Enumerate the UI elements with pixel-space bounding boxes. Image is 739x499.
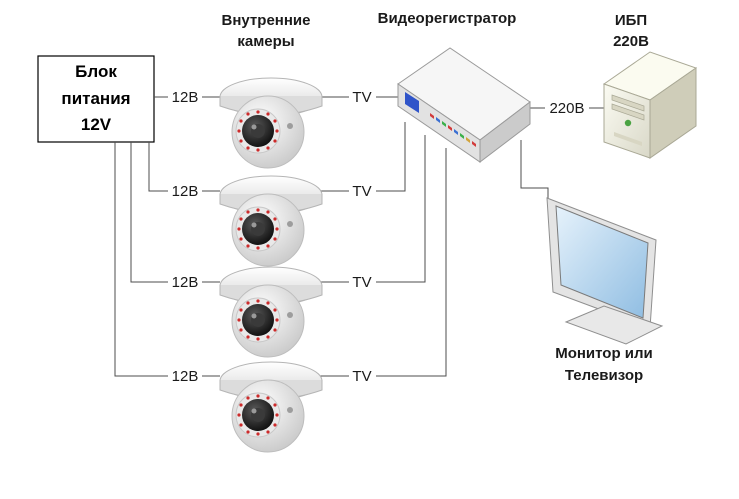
camera1-power-label: 12В bbox=[172, 89, 199, 106]
dvr-front-panel bbox=[405, 92, 419, 113]
power-supply-label-line2: питания bbox=[61, 89, 130, 108]
cameras-title-line2: камеры bbox=[237, 33, 294, 50]
ups-link-label: 220В bbox=[549, 100, 584, 117]
wire-labels: 12В 12В 12В 12В TV TV TV TV 220В bbox=[172, 89, 585, 385]
camera4-video-label: TV bbox=[352, 368, 371, 385]
monitor-title-line2: Телевизор bbox=[565, 367, 643, 384]
ups-power-indicator-icon bbox=[624, 119, 632, 127]
video-wires bbox=[320, 96, 447, 377]
camera4-power-label: 12В bbox=[172, 368, 199, 385]
power-wires bbox=[114, 96, 220, 377]
dvr-links bbox=[520, 107, 606, 210]
camera2-video-label: TV bbox=[352, 183, 371, 200]
ups-title-line1: ИБП bbox=[615, 12, 647, 29]
dvr-device bbox=[397, 47, 531, 164]
cameras-title-line1: Внутренние bbox=[222, 12, 311, 29]
dome-camera-3 bbox=[219, 266, 323, 358]
camera1-video-label: TV bbox=[352, 89, 371, 106]
ups-device bbox=[602, 51, 698, 159]
camera2-power-label: 12В bbox=[172, 183, 199, 200]
monitor-device bbox=[546, 197, 664, 345]
dvr-title: Видеорегистратор bbox=[378, 10, 517, 27]
monitor-screen bbox=[555, 205, 649, 319]
power-supply-label-line1: Блок bbox=[75, 62, 117, 81]
camera3-power-label: 12В bbox=[172, 274, 199, 291]
power-supply-block: Блок питания 12V bbox=[37, 55, 155, 143]
dome-camera-2 bbox=[219, 175, 323, 267]
dvr-indicator-leds bbox=[430, 113, 476, 147]
ups-title-line2: 220В bbox=[613, 33, 649, 50]
camera3-video-label: TV bbox=[352, 274, 371, 291]
dome-camera-4 bbox=[219, 361, 323, 453]
power-supply-label-line3: 12V bbox=[81, 115, 112, 134]
dome-camera-1 bbox=[219, 77, 323, 169]
monitor-title-line1: Монитор или bbox=[555, 345, 653, 362]
